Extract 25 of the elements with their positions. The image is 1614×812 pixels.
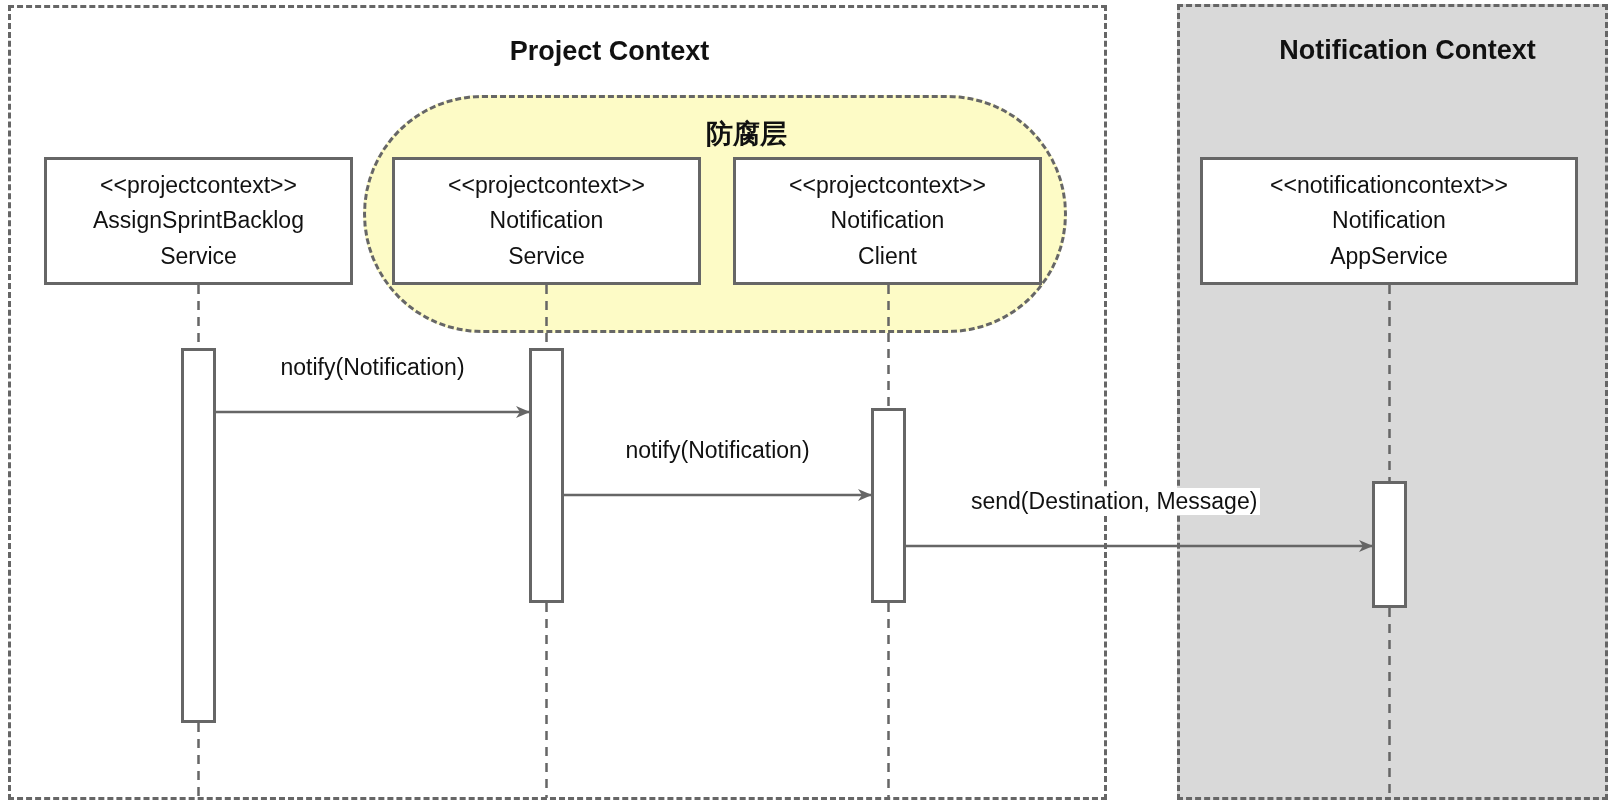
region-title: Project Context: [508, 36, 711, 67]
message-arrow: [906, 540, 1373, 552]
region-title: Notification Context: [1278, 35, 1537, 66]
object-box: [1200, 157, 1578, 285]
message-arrow: [564, 489, 872, 501]
lifeline: [887, 285, 890, 408]
region-title: 防腐层: [704, 118, 788, 151]
activation-bar: [181, 348, 216, 723]
activation-bar: [1372, 481, 1407, 608]
object-name: AssignSprintBacklog Service: [92, 206, 305, 271]
object-box: [44, 157, 353, 285]
stereotype-label: <<notificationcontext>>: [1270, 170, 1508, 200]
stereotype-label: <<projectcontext>>: [448, 170, 645, 200]
object-name: Notification AppService: [1329, 206, 1449, 271]
object-name: Notification Client: [829, 206, 946, 271]
object-box: [733, 157, 1042, 285]
edge-label: send(Destination, Message): [968, 488, 1261, 515]
activation-bar: [529, 348, 564, 603]
activation-bar: [871, 408, 906, 603]
object-box: [392, 157, 701, 285]
stereotype-label: <<projectcontext>>: [100, 170, 297, 200]
lifeline: [1388, 285, 1391, 481]
object-name: Notification Service: [488, 206, 605, 271]
stereotype-label: <<projectcontext>>: [789, 170, 986, 200]
message-arrow: [216, 406, 530, 418]
